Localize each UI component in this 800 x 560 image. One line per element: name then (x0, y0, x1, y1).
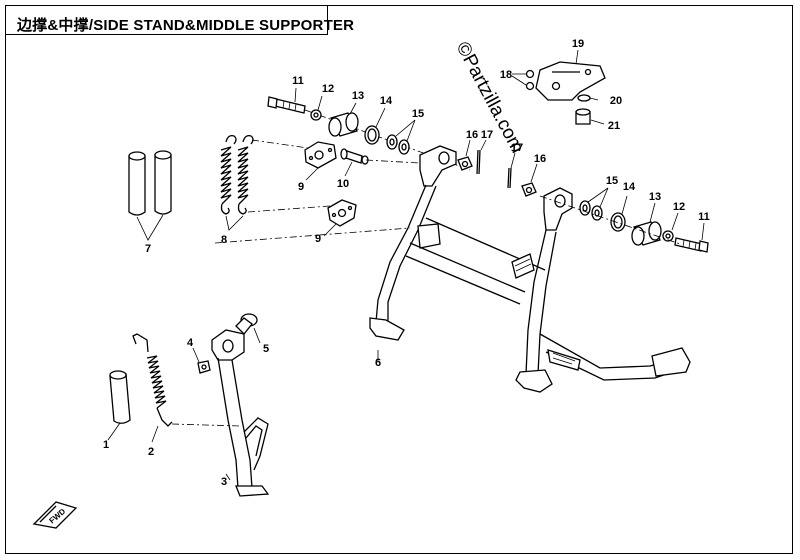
callout-10: 10 (337, 178, 349, 190)
part-7-grip-rubbers (128, 150, 172, 216)
part-13-bushing-right (631, 221, 662, 246)
callout-13-left: 13 (352, 90, 364, 102)
callout-15-left: 15 (412, 108, 424, 120)
part-8-springs (220, 134, 254, 215)
part-12-nut-right (662, 230, 674, 242)
callout-16-left: 16 (466, 129, 478, 141)
part-11-bolt-right (674, 237, 709, 253)
part-2-spring (132, 333, 173, 427)
callout-17-right: 17 (511, 142, 523, 154)
callout-17-left: 17 (481, 129, 493, 141)
diagram-frame (5, 5, 793, 554)
callout-15-right: 15 (606, 175, 618, 187)
part-11-bolt-left (267, 96, 306, 114)
part-12-nut-left (310, 109, 322, 121)
callout-8: 8 (221, 234, 227, 246)
callout-11-right: 11 (698, 211, 710, 223)
part-14-washer-right (610, 212, 626, 232)
callout-2: 2 (148, 446, 154, 458)
callout-labels: 11 12 13 14 15 16 17 9 10 8 7 9 17 16 15… (103, 38, 710, 488)
callout-16-right: 16 (534, 153, 546, 165)
callout-12-left: 12 (322, 83, 334, 95)
callout-9-upper: 9 (298, 181, 304, 193)
part-10-pin (340, 148, 369, 165)
title-box: 边撑&中撑/SIDE STAND&MIDDLE SUPPORTER (5, 5, 354, 35)
callout-6: 6 (375, 357, 381, 369)
part-16-nut-left (457, 156, 473, 171)
fwd-direction-badge: FWD (32, 501, 78, 529)
callout-4: 4 (187, 337, 194, 349)
part-4-nut (197, 360, 211, 374)
diagram-title: 边撑&中撑/SIDE STAND&MIDDLE SUPPORTER (17, 17, 355, 34)
callout-18: 18 (500, 69, 512, 81)
callout-14-right: 14 (623, 181, 636, 193)
part-16-nut-right (521, 182, 537, 197)
part-9-bracket-lower (327, 199, 357, 227)
callout-9-lower: 9 (315, 233, 321, 245)
part-14-washer-left (364, 125, 380, 145)
part-17-cotter-pin-right (507, 167, 512, 189)
callout-12-right: 12 (673, 201, 685, 213)
callout-11-left: 11 (292, 75, 304, 87)
callout-7: 7 (145, 243, 151, 255)
part-13-bushing-left (328, 112, 359, 137)
callout-1: 1 (103, 439, 109, 451)
part-3-side-stand (211, 329, 270, 497)
part-1-grip-rubber (109, 370, 131, 424)
part-21-collar (575, 108, 591, 125)
callout-13-right: 13 (649, 191, 661, 203)
part-18-bolts (525, 69, 535, 91)
callout-20: 20 (610, 95, 622, 107)
callout-14-left: 14 (380, 95, 393, 107)
part-5-bolt (235, 313, 258, 335)
part-17-cotter-pin-left (476, 149, 481, 175)
callout-3: 3 (221, 476, 227, 488)
callout-21: 21 (608, 120, 620, 132)
part-19-mount-bracket (535, 61, 606, 101)
part-15-washers-right (579, 200, 603, 221)
callout-5: 5 (263, 343, 269, 355)
part-6-center-stand (369, 145, 691, 393)
part-15-washers-left (386, 134, 410, 155)
part-9-bracket-upper (304, 141, 337, 169)
part-20-washer (577, 94, 591, 102)
callout-19: 19 (572, 38, 584, 50)
